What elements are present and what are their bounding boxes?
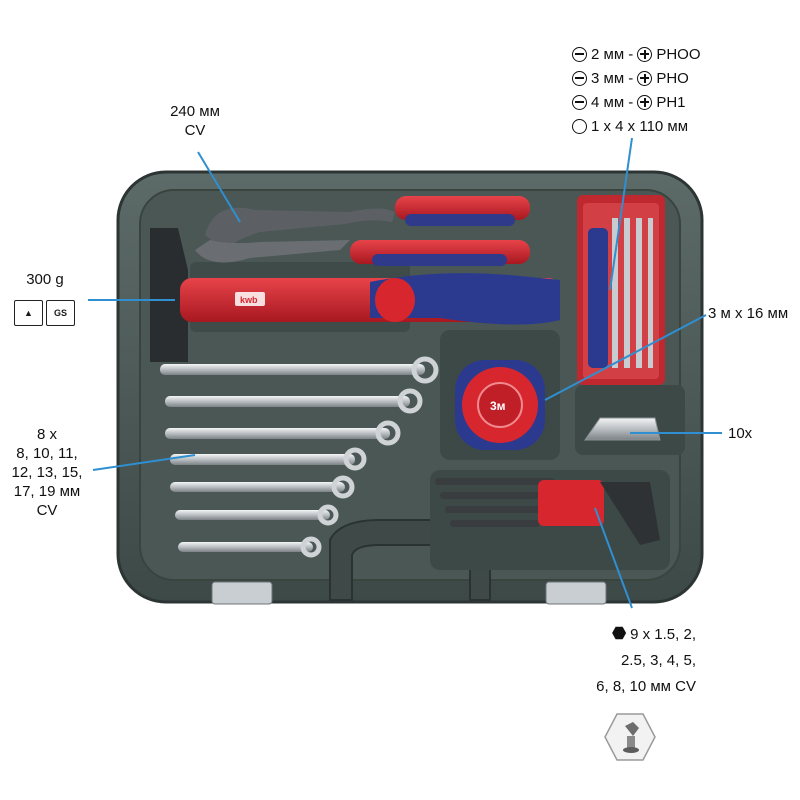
tested-safety-icon: ▲ (14, 300, 43, 326)
combination-wrenches (160, 356, 439, 558)
pliers-length: 240 мм (170, 103, 220, 120)
certification-icons: ▲ GS (14, 300, 76, 326)
slotted-icon (572, 46, 587, 62)
wrench-line: 12, 13, 15, (11, 464, 83, 481)
spec-row-4: 1 x 4 x 110 мм (572, 114, 782, 138)
wrench-line: 8 x (36, 426, 57, 443)
tape-size-label: 3м (490, 399, 506, 413)
utility-blades (584, 417, 661, 441)
hammer: kwb (150, 228, 560, 362)
hammer-spec: 300 g (10, 270, 80, 289)
round-shaft-icon (572, 118, 587, 134)
slotted-icon (572, 94, 587, 110)
hammer-weight: 300 g (26, 271, 64, 288)
spec-shaft-size: 1 x 4 x 110 мм (591, 117, 689, 135)
hexagon-icon (612, 626, 627, 640)
pliers-spec: 240 мм CV (150, 102, 240, 140)
callout-lines (88, 137, 722, 609)
tape-measure: 3м (455, 360, 545, 450)
svg-text:kwb: kwb (240, 295, 258, 305)
wrench-spec: 8 x 8, 10, 11, 12, 13, 15, 17, 19 мм CV (0, 425, 94, 520)
tape-dimensions: 3 м x 16 мм (708, 305, 789, 322)
hex-spec: 9 x 1.5, 2, 2.5, 3, 4, 5, 6, 8, 10 мм CV (540, 622, 696, 700)
spec-slot-size: 3 мм - (591, 69, 634, 87)
phillips-icon (637, 70, 653, 86)
spec-row-3: 4 мм - PH1 (572, 90, 782, 114)
spec-phillips-size: PH1 (656, 93, 686, 111)
phillips-icon (637, 94, 653, 110)
water-pump-pliers (195, 196, 530, 266)
wrench-line: 8, 10, 11, (16, 445, 78, 462)
phillips-icon (637, 46, 653, 62)
hex-line: 9 x 1.5, 2, (540, 622, 696, 648)
hex-key-icon (604, 713, 656, 761)
spec-row-2: 3 мм - PHO (572, 66, 782, 90)
hex-key-set (435, 478, 660, 545)
pliers-material: CV (184, 122, 206, 139)
screwdriver-spec: 2 мм - PHOO 3 мм - PHO 4 мм - PH1 1 x 4 … (572, 42, 782, 138)
blades-count: 10x (728, 425, 753, 442)
hex-size-line: 9 x 1.5, 2, (630, 626, 696, 643)
spec-phillips-size: PHO (656, 69, 689, 87)
wrench-line: 17, 19 мм (13, 483, 81, 500)
spec-slot-size: 4 мм - (591, 93, 634, 111)
spec-phillips-size: PHOO (656, 45, 701, 63)
spec-row-1: 2 мм - PHOO (572, 42, 782, 66)
spec-slot-size: 2 мм - (591, 45, 634, 63)
hex-line: 2.5, 3, 4, 5, (620, 652, 696, 669)
tape-spec: 3 м x 16 мм (708, 304, 800, 323)
slotted-icon (572, 70, 587, 86)
gs-icon: GS (46, 300, 75, 326)
wrench-line: CV (36, 502, 58, 519)
hex-line: 6, 8, 10 мм CV (596, 678, 696, 695)
blades-spec: 10x (728, 424, 778, 443)
screwdriver-set (577, 195, 665, 385)
